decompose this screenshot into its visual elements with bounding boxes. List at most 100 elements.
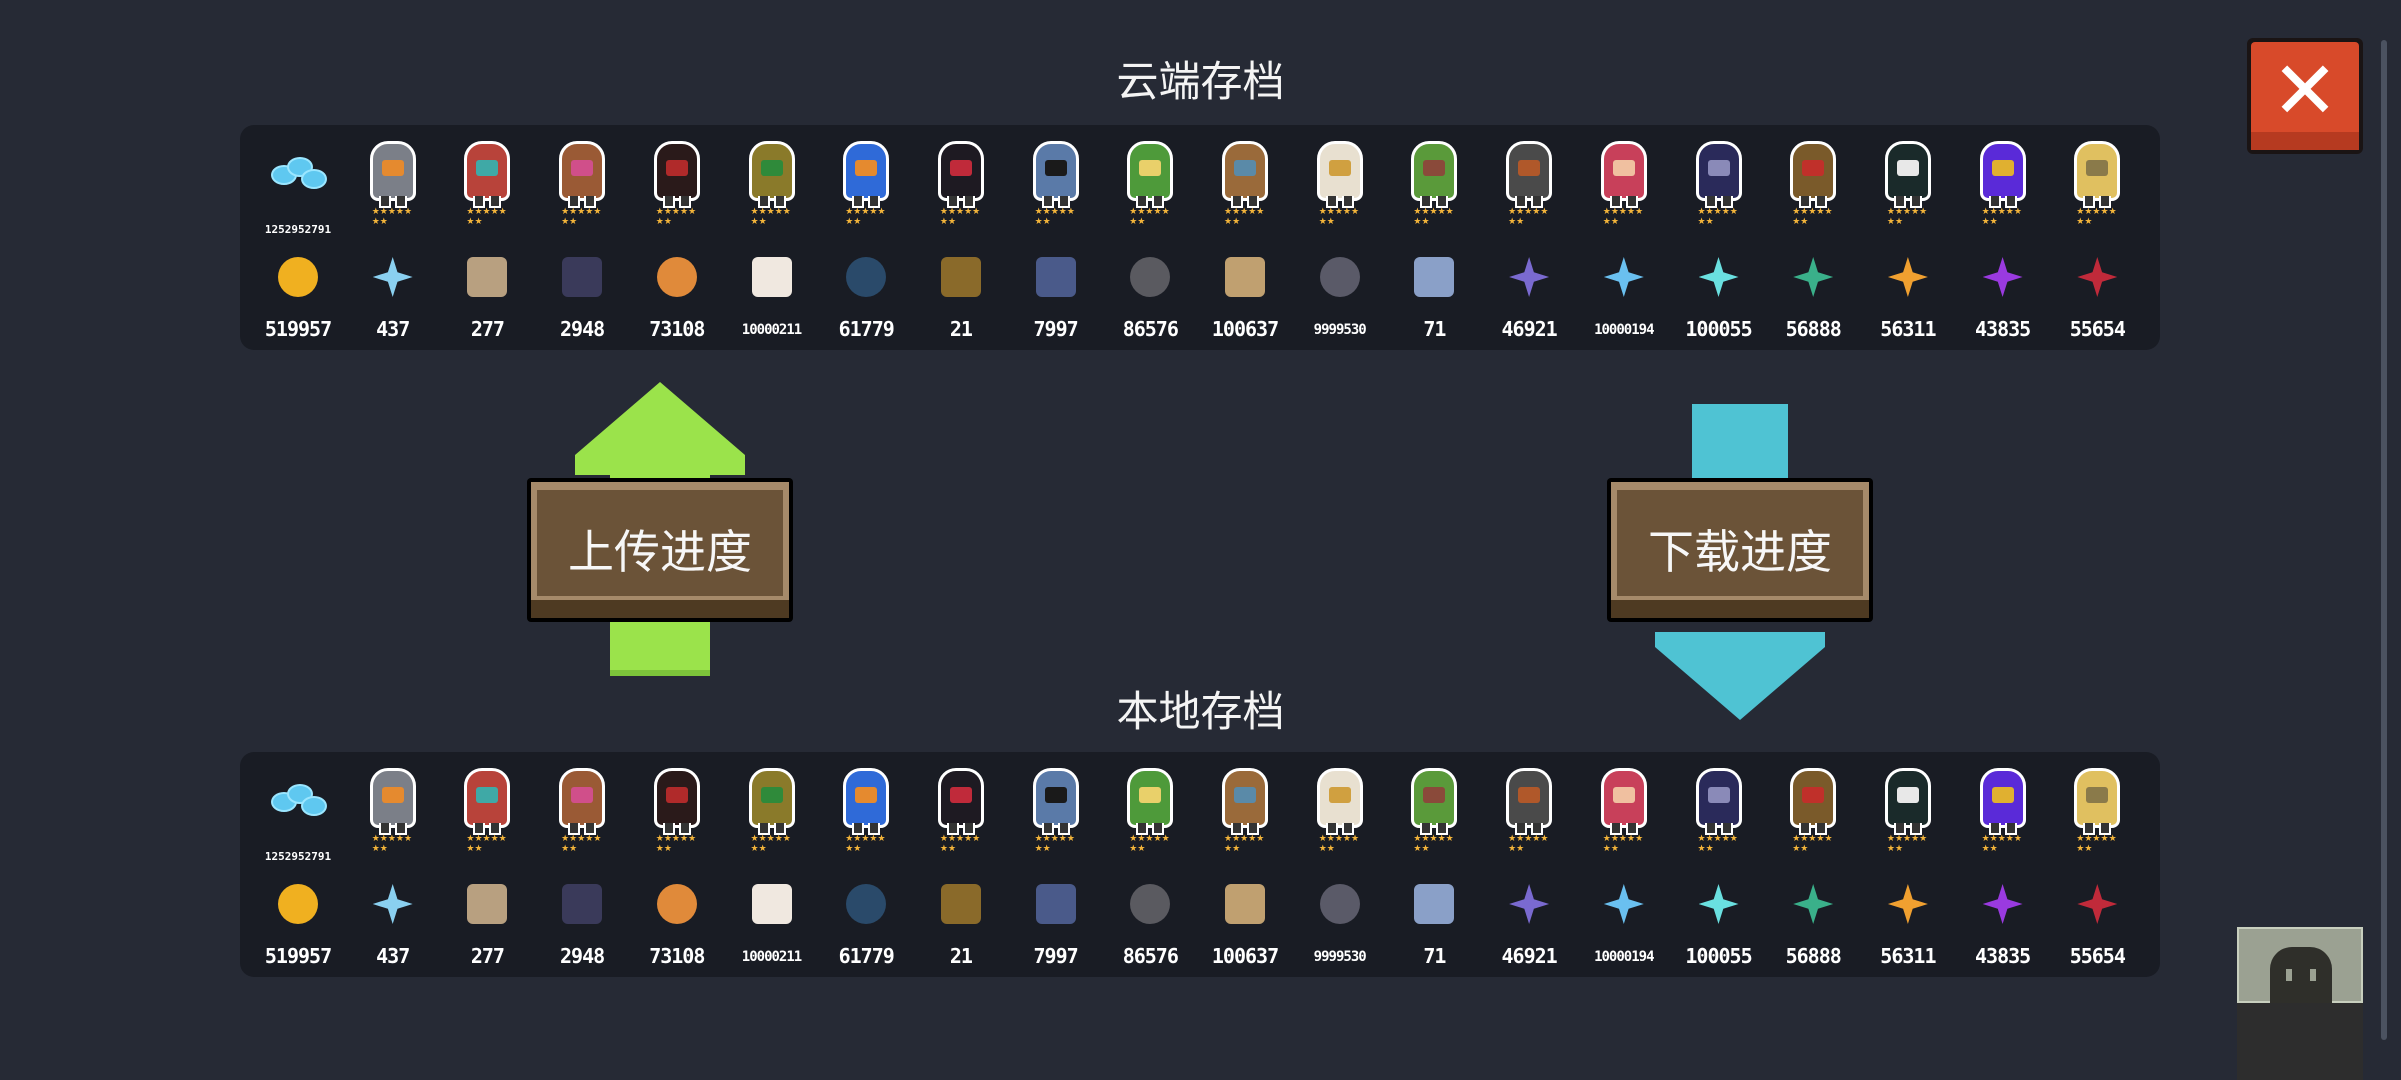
- character-stars: ★★★★★★★: [466, 834, 507, 854]
- scrollbar[interactable]: [2381, 40, 2387, 1040]
- taoist-icon: [1884, 141, 1931, 208]
- save-column: ★★★★★★★ 71: [1389, 125, 1479, 350]
- character-stars: ★★★★★★★: [939, 834, 981, 854]
- character-stars: ★★★★★★★: [1224, 207, 1265, 227]
- save-column: ★★★★★★★ 10000194: [1579, 752, 1669, 977]
- red-crystal-icon: [2077, 257, 2118, 297]
- character-stars: ★★★★★★★: [1129, 834, 1170, 854]
- character-stars: ★★★★★★★: [1318, 834, 1360, 854]
- material-count: 86576: [1122, 944, 1179, 968]
- gold-coin-icon: [278, 884, 318, 924]
- character-stars: ★★★★★★★: [371, 834, 413, 854]
- gem-icon: [271, 157, 327, 189]
- save-column: ★★★★★★★ 56311: [1863, 752, 1953, 977]
- save-column: ★★★★★★★7997: [1011, 125, 1101, 350]
- save-column: ★★★★★★★43835: [1958, 752, 2048, 977]
- cloth-icon: [467, 257, 508, 297]
- save-column: ★★★★★★★100637: [1200, 752, 1290, 977]
- material-count: 55654: [2069, 944, 2126, 968]
- character-stars: ★★★★★★★: [845, 207, 886, 227]
- pixel-ghost-icon: [2270, 947, 2332, 1003]
- close-button[interactable]: ✕: [2247, 38, 2363, 154]
- character-stars: ★★★★★★★: [1886, 834, 1928, 854]
- crystal-orb-icon: [372, 257, 413, 297]
- blueprint-icon: [1225, 884, 1265, 924]
- assassin-icon: [653, 768, 700, 835]
- save-column: ★★★★★★★61779: [821, 752, 911, 977]
- save-column: ★★★★★★★43835: [1958, 125, 2048, 350]
- material-count: 10000211: [741, 322, 802, 338]
- cloth-icon: [467, 884, 508, 924]
- material-count: 46921: [1501, 944, 1557, 968]
- material-count: 437: [376, 317, 410, 341]
- character-stars: ★★★★★★★: [1602, 834, 1644, 854]
- robot-icon: [843, 768, 890, 835]
- werewolf-icon: [1222, 768, 1268, 835]
- hammer-icon: [940, 884, 981, 924]
- cowboy-icon: [1790, 141, 1837, 208]
- save-column: ★★★★★★★46921: [1484, 125, 1574, 350]
- battery-icon: [562, 884, 603, 924]
- save-column: ★★★★★★★ 46921: [1484, 752, 1574, 977]
- character-stars: ★★★★★★★: [750, 834, 791, 854]
- green-crystal-icon: [1793, 884, 1834, 924]
- material-count: 100637: [1211, 317, 1279, 341]
- gear-icon: [1130, 884, 1171, 924]
- arrow-up-icon: [575, 382, 745, 676]
- material-count: 7997: [1033, 317, 1079, 341]
- alchemist-icon: [1506, 768, 1553, 835]
- hammer-icon: [940, 257, 981, 297]
- robot-icon: [843, 141, 890, 208]
- save-column: ★★★★★★★21: [916, 752, 1006, 977]
- save-column: ★★★★★★★ 21: [916, 125, 1006, 350]
- orange-crystal-icon: [1887, 884, 1928, 924]
- material-count: 277: [470, 944, 505, 968]
- chat-button[interactable]: [2237, 927, 2363, 1080]
- material-count: 6: [2137, 944, 2160, 968]
- save-column: ★★★★★★★ 9999530: [1295, 752, 1385, 977]
- battery-icon: [562, 257, 603, 297]
- material-count: 43835: [1974, 317, 2031, 341]
- character-stars: ★★★★★★★: [466, 207, 507, 227]
- character-stars: ★★★★★★★: [1508, 834, 1549, 854]
- character-stars: ★★★★★★★: [1413, 207, 1454, 227]
- download-progress-button[interactable]: 下载进度: [1607, 478, 1873, 622]
- character-stars: ★★★★★★★: [750, 207, 791, 227]
- upload-progress-button[interactable]: 上传进度: [527, 478, 793, 622]
- save-column: ★★★★★★★56888: [1768, 752, 1858, 977]
- druid-icon: [1411, 141, 1458, 208]
- character-stars: ★★★★★★★: [1981, 834, 2022, 854]
- save-column: ★★★★★★★10000211: [727, 752, 817, 977]
- save-column: ★★★★★★★6: [2147, 752, 2160, 977]
- material-count: 71: [1423, 317, 1446, 341]
- material-count: 21: [949, 317, 973, 341]
- cowboy-icon: [1790, 768, 1837, 835]
- necromancer-icon: [1695, 141, 1742, 208]
- purple-crystal-icon: [1509, 257, 1550, 297]
- purple-crystal-icon: [1509, 884, 1550, 924]
- blueprint-icon: [1225, 257, 1265, 297]
- character-stars: ★★★★★★★: [1602, 207, 1644, 227]
- character-stars: ★★★★★★★: [939, 207, 981, 227]
- character-stars: ★★★★★★★: [1034, 834, 1075, 854]
- character-stars: ★★★★★★★: [561, 207, 602, 227]
- save-column: ★★★★★★★7997: [1011, 752, 1101, 977]
- save-column: ★★★★★★★277: [442, 125, 532, 350]
- material-count: 9999530: [1313, 949, 1367, 965]
- material-count: 10000194: [1594, 949, 1654, 965]
- violet-crystal-icon: [1982, 884, 2023, 924]
- save-column: ★★★★★★★ 100637: [1200, 125, 1290, 350]
- knight-icon: [369, 768, 416, 835]
- save-column: ★★★★★★★86576: [1105, 125, 1195, 350]
- statue-icon: [2074, 141, 2121, 208]
- material-count: 56311: [1880, 944, 1936, 968]
- close-icon: ✕: [2271, 44, 2339, 137]
- character-stars: ★★★★★★★: [2076, 834, 2117, 854]
- red-crystal-icon: [2077, 884, 2118, 924]
- material-count: 100055: [1685, 317, 1752, 341]
- save-column: ★★★★★★★73108: [632, 125, 722, 350]
- necromancer-icon: [1695, 768, 1742, 835]
- material-count: 519957: [264, 944, 332, 968]
